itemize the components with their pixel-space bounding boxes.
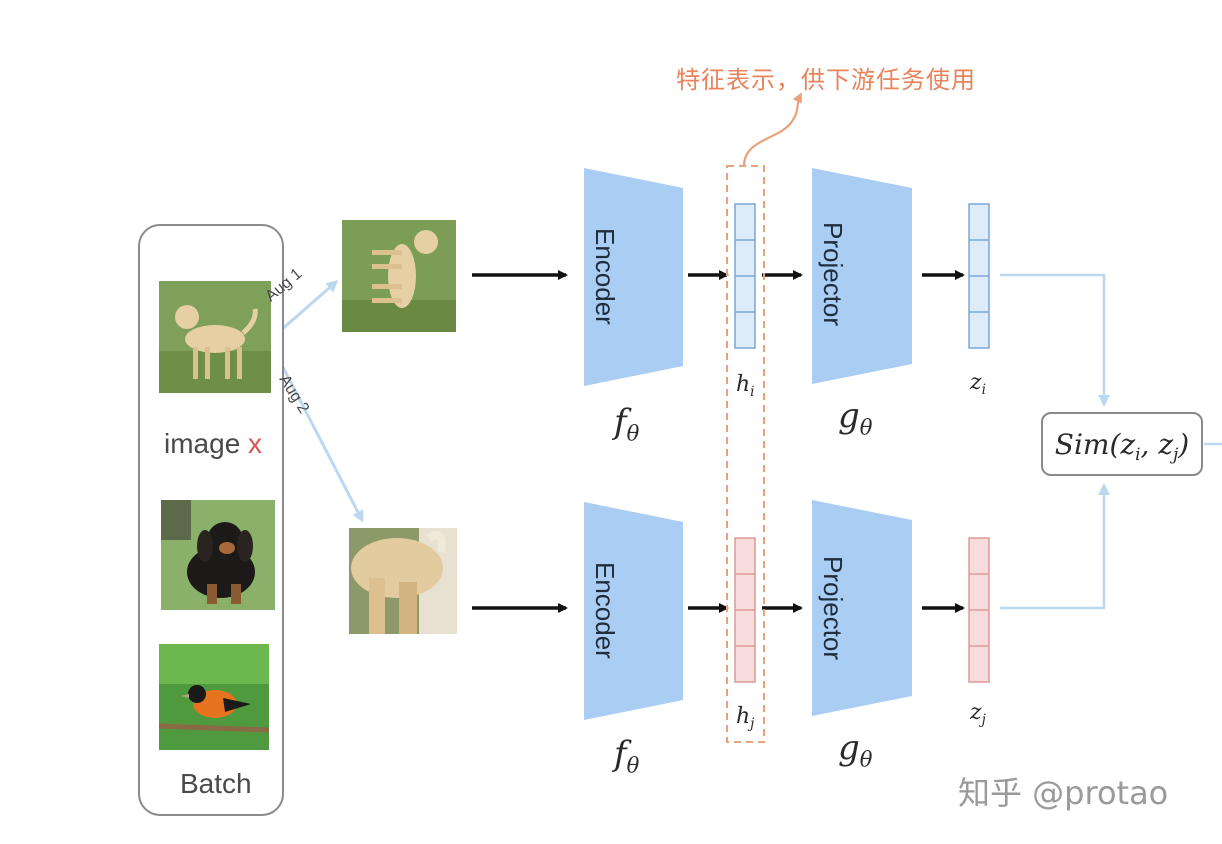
batch-label: Batch [180,768,252,799]
similarity-box: Sim(zi, zj) [1041,412,1203,476]
projector-bottom-function: gθ [838,728,873,772]
encoder-top-function: fθ [614,402,640,446]
batch-puppy-image [161,500,275,610]
projector-top-label: Projector [818,222,848,327]
augmented-view-1-image [342,220,456,332]
batch-bird-image [159,644,269,750]
zj-to-sim-connector [1000,483,1110,610]
projector-top-function: gθ [838,396,873,440]
encoder-top-shape [584,168,683,386]
batch-dog-image [159,281,271,393]
encoder-bottom-label: Encoder [590,562,620,659]
hi-label: hi [736,372,755,400]
feature-representation-box [726,165,765,743]
projector-top-shape [812,168,912,384]
image-x-mark: x [248,428,263,459]
image-label: image x [164,428,262,460]
zi-vector [968,203,990,349]
image-label-text: image [164,428,241,459]
zi-to-sim-connector [1000,273,1110,407]
zj-vector [968,537,990,683]
zi-label: zi [970,370,986,398]
annotation-pointer [742,92,802,167]
watermark-text: 知乎 @protao [958,774,1169,812]
encoder-top-label: Encoder [590,228,620,325]
encoder-bottom-shape [584,502,683,720]
projector-bottom-label: Projector [818,556,848,661]
projector-bottom-shape [812,500,912,716]
hj-label: hj [736,704,755,732]
augmented-view-2-image [349,528,457,634]
hi-vector [734,203,756,349]
hj-vector [734,537,756,683]
similarity-label: Sim(zi, zj) [1054,427,1190,464]
feature-representation-annotation: 特征表示，供下游任务使用 [676,66,976,94]
aug2-arrow [270,345,364,523]
encoder-bottom-function: fθ [614,734,640,778]
zj-label: zj [970,700,986,728]
